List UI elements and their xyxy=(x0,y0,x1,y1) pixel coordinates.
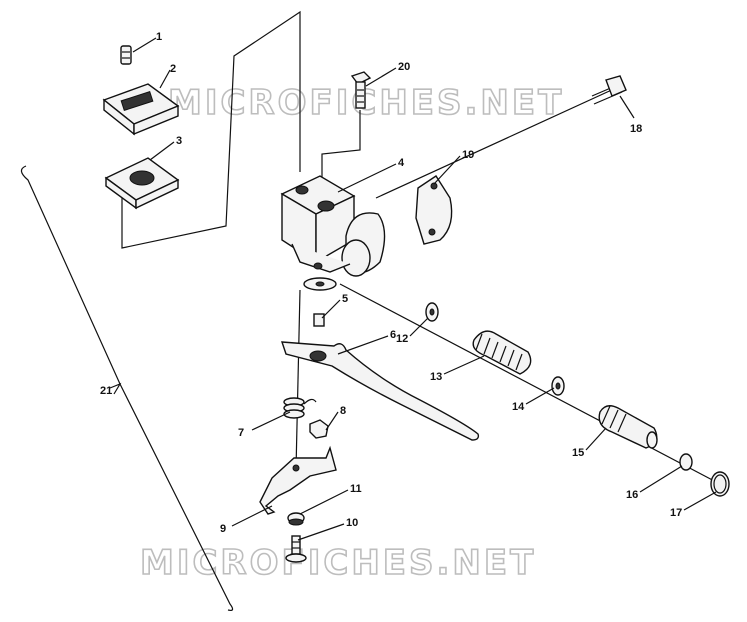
callout-8: 8 xyxy=(340,405,346,417)
part-nut-8 xyxy=(309,419,329,439)
pivot-axis xyxy=(295,289,301,471)
part-reservoir-cover-2 xyxy=(102,83,180,136)
callout-15: 15 xyxy=(572,447,584,459)
callout-9: 9 xyxy=(220,523,226,535)
part-screw-18 xyxy=(375,75,627,199)
callout-11: 11 xyxy=(350,483,362,495)
callout-21: 21 xyxy=(100,385,112,397)
callout-3: 3 xyxy=(176,135,182,147)
callout-1: 1 xyxy=(156,31,162,43)
part-washer-16 xyxy=(679,453,693,471)
callout-7: 7 xyxy=(238,427,244,439)
part-screw-10 xyxy=(285,535,307,563)
callout-19: 19 xyxy=(462,149,474,161)
part-seal-17 xyxy=(710,471,730,497)
part-spring-7 xyxy=(283,397,317,419)
callout-10: 10 xyxy=(346,517,358,529)
reservoir-outline-leader xyxy=(121,10,301,249)
part-spring-13 xyxy=(472,330,532,375)
part-bushing-5 xyxy=(313,313,325,327)
callout-18: 18 xyxy=(630,123,642,135)
callout-5: 5 xyxy=(342,293,348,305)
callout-14: 14 xyxy=(512,401,525,413)
part-screw-1 xyxy=(120,45,132,65)
callout-6: 6 xyxy=(390,329,396,341)
part-master-cylinder-4 xyxy=(280,175,386,291)
axis-leader xyxy=(339,283,721,485)
assembly-bracket-arrow xyxy=(109,382,122,395)
part-piston-15 xyxy=(598,405,658,449)
callout-17: 17 xyxy=(670,507,682,519)
part-washer-14 xyxy=(551,376,565,396)
watermark-top: MICROFICHES.NET xyxy=(168,83,564,123)
part-switch-plate-9 xyxy=(259,445,337,515)
callout-2: 2 xyxy=(170,63,176,75)
callout-16: 16 xyxy=(626,489,638,501)
callout-12: 12 xyxy=(396,333,408,345)
part-diaphragm-3 xyxy=(104,157,180,210)
part-bolt-20 xyxy=(350,71,372,109)
part-lever-6 xyxy=(281,341,480,441)
part-washer-12 xyxy=(425,302,439,322)
callout-20: 20 xyxy=(398,61,410,73)
callout-13: 13 xyxy=(430,371,442,383)
watermark-bottom: MICROFICHES.NET xyxy=(140,543,536,583)
part-clamp-19 xyxy=(415,175,453,245)
callout-4: 4 xyxy=(398,157,405,169)
part-washer-11 xyxy=(287,512,305,526)
